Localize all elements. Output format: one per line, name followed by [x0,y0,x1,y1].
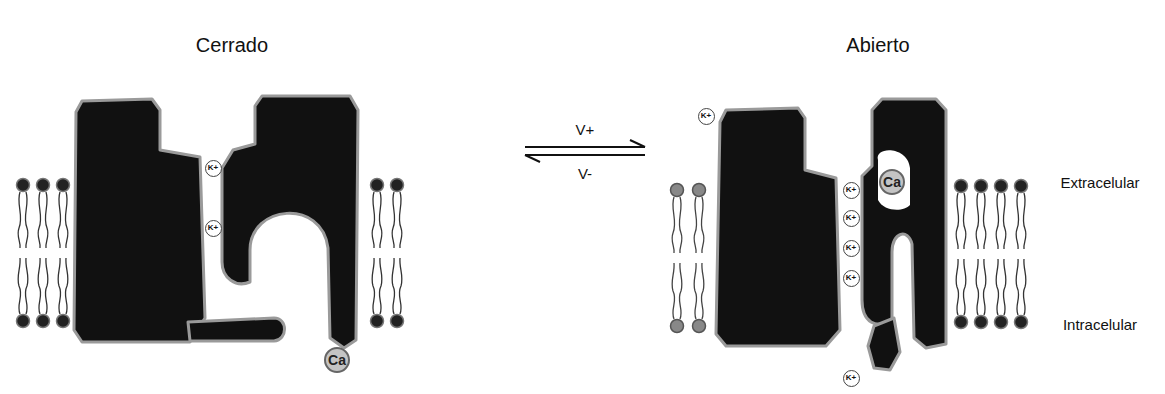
calcium-ion: Ca [324,347,350,373]
ion-symbol: K+ [846,186,856,194]
voltage-label: V- [578,166,592,183]
voltage-label: V+ [576,122,595,139]
ion-symbol: K+ [846,244,856,252]
potassium-ion: K+ [843,370,860,387]
ion-symbol: Ca [883,175,901,189]
ion-symbol: K+ [846,274,856,282]
potassium-ion: K+ [843,240,860,257]
calcium-ion: Ca [879,169,905,195]
potassium-ion: K+ [843,182,860,199]
ion-symbol: K+ [208,164,218,172]
ion-symbol: K+ [846,214,856,222]
potassium-ion: K+ [843,210,860,227]
ion-symbol: K+ [846,374,856,382]
state-title: Cerrado [196,34,268,56]
ion-symbol: Ca [328,353,346,367]
ion-symbol: K+ [208,224,218,232]
compartment-label: Intracelular [1063,317,1137,334]
potassium-ion: K+ [205,160,222,177]
compartment-label: Extracelular [1060,175,1139,192]
ion-symbol: K+ [701,112,711,120]
potassium-ion: K+ [698,108,715,125]
state-title: Abierto [846,34,909,56]
potassium-ion: K+ [843,270,860,287]
potassium-ion: K+ [205,220,222,237]
